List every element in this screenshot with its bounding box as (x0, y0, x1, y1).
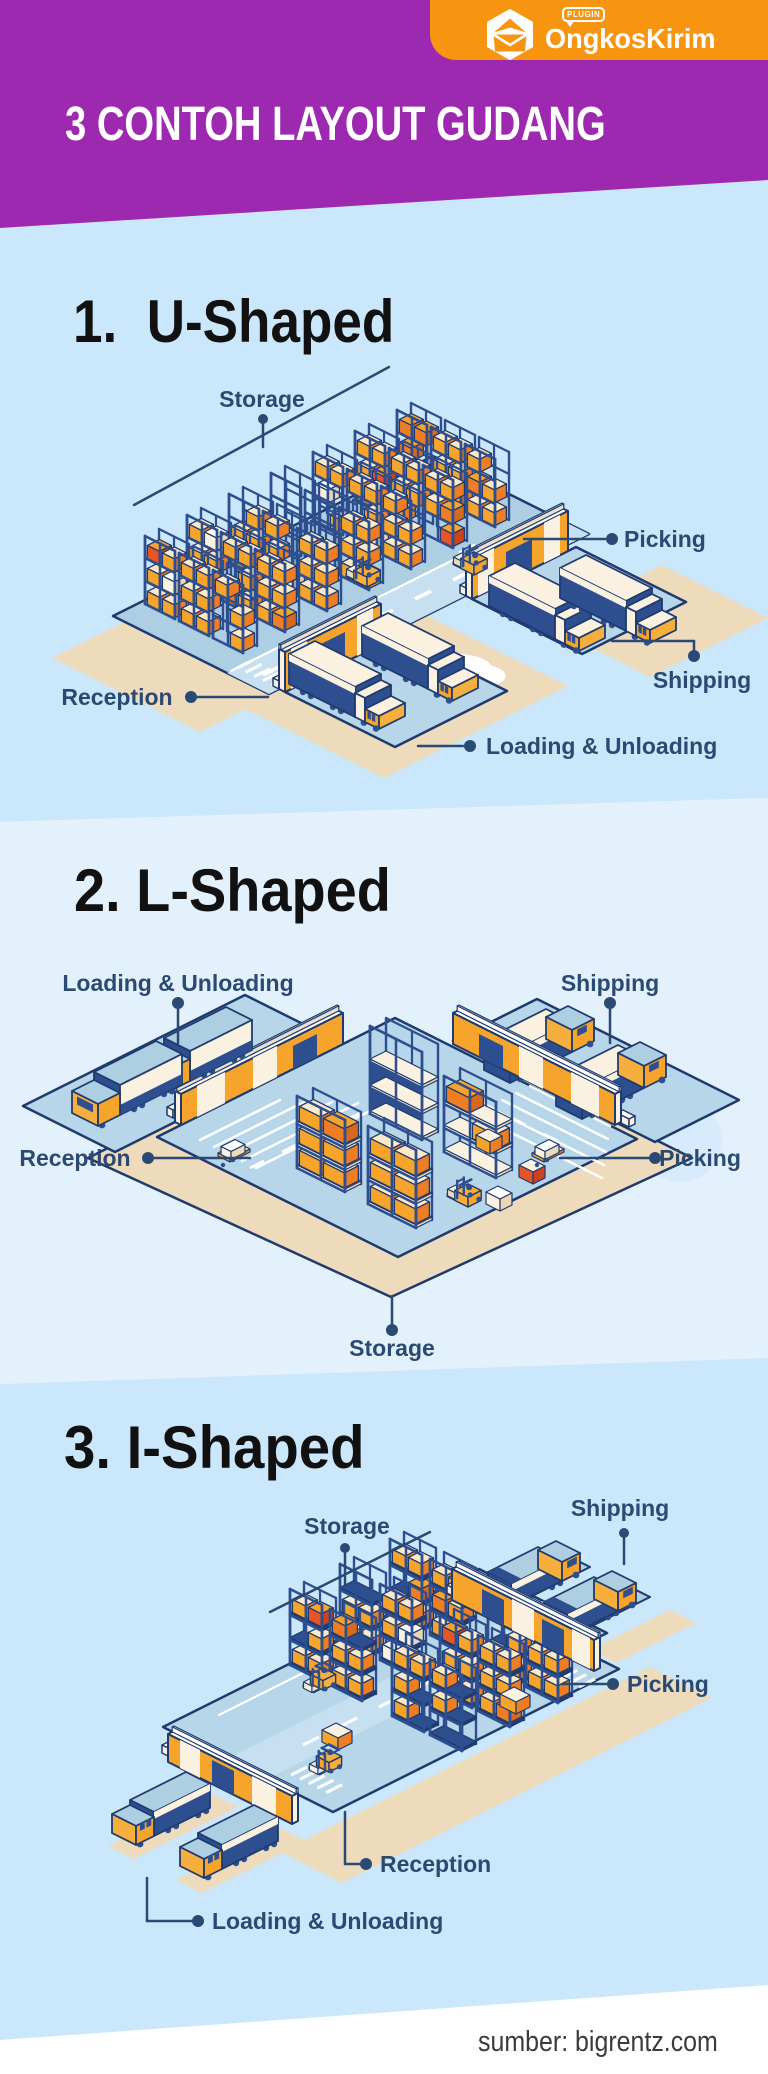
svg-text:Picking: Picking (659, 1145, 741, 1171)
svg-text:Reception: Reception (380, 1851, 491, 1877)
svg-text:Reception: Reception (61, 684, 172, 710)
svg-text:Shipping: Shipping (571, 1495, 669, 1521)
svg-text:Loading & Unloading: Loading & Unloading (62, 970, 293, 996)
svg-text:Shipping: Shipping (561, 970, 659, 996)
svg-text:Loading & Unloading: Loading & Unloading (212, 1908, 443, 1934)
svg-text:Reception: Reception (19, 1145, 130, 1171)
svg-text:Storage: Storage (219, 386, 305, 412)
svg-text:Storage: Storage (349, 1335, 435, 1361)
svg-text:Storage: Storage (304, 1513, 390, 1539)
svg-text:Picking: Picking (627, 1671, 709, 1697)
svg-text:Picking: Picking (624, 526, 706, 552)
svg-text:Loading & Unloading: Loading & Unloading (486, 733, 717, 759)
svg-text:Shipping: Shipping (653, 667, 751, 693)
